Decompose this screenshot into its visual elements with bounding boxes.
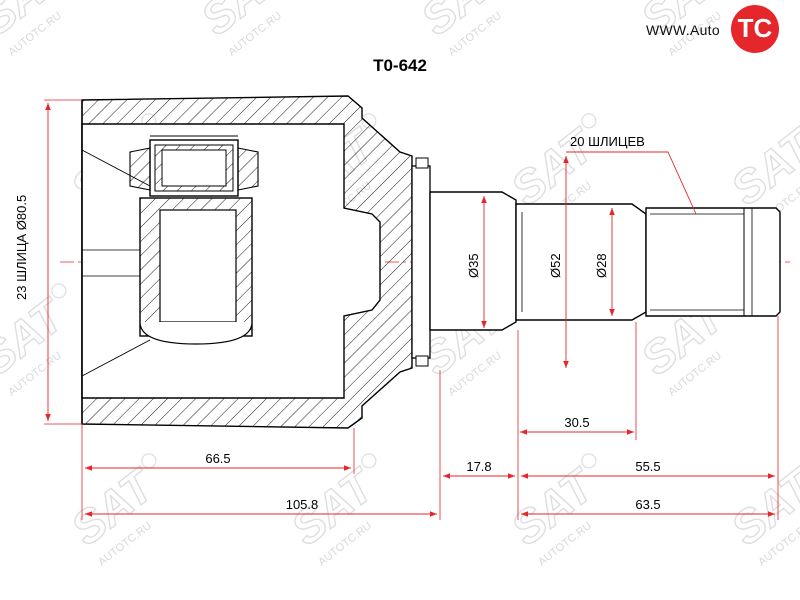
dim-d35: Ø35 — [466, 253, 481, 278]
shaft-neck — [411, 165, 431, 359]
shaft-flange — [429, 191, 517, 331]
site-url[interactable]: WWW.Auto — [646, 22, 720, 38]
registered-icon — [581, 453, 597, 469]
dim-d28: Ø28 — [594, 253, 609, 278]
spline-end — [645, 207, 781, 317]
dim-d52: Ø52 — [548, 253, 563, 278]
registered-icon — [581, 113, 597, 129]
dim-splines-label: 20 ШЛИЦЕВ — [570, 134, 645, 149]
dim-length-30-5: 30.5 — [564, 415, 590, 430]
autotc-logo: TC — [731, 5, 779, 53]
part-number: T0-642 — [373, 56, 427, 75]
splines-leader — [566, 151, 697, 215]
dim-length-105-8: 105.8 — [285, 497, 319, 512]
dim-length-63-5: 63.5 — [635, 497, 661, 512]
dim-length-17-8: 17.8 — [466, 459, 492, 474]
dim-length-66-5: 66.5 — [205, 451, 231, 466]
dim-length-55-5: 55.5 — [635, 459, 661, 474]
shaft-boot-seat — [515, 203, 647, 321]
dim-outer-diameter: 23 ШЛИЦА Ø80.5 — [14, 194, 29, 300]
registered-icon — [51, 283, 67, 299]
registered-icon — [361, 453, 377, 469]
